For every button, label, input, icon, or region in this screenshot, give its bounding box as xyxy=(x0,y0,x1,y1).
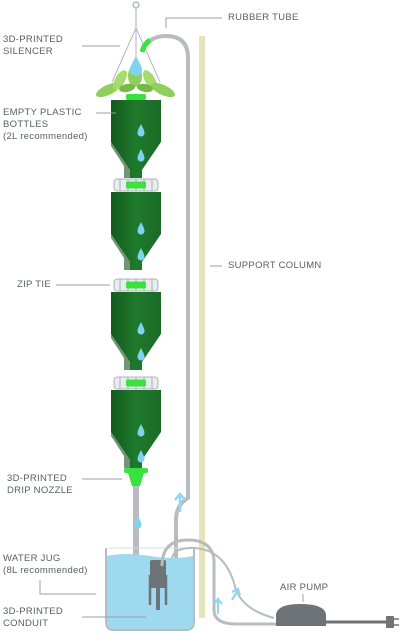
label-zip-tie: ZIP TIE xyxy=(17,279,51,291)
label-water-jug: WATER JUG (8L recommended) xyxy=(3,553,88,577)
hanging-hook xyxy=(111,1,161,83)
air-pump xyxy=(276,604,399,628)
bottle-2 xyxy=(111,192,161,270)
drip-nozzle xyxy=(124,468,148,486)
label-drip-nozzle-line2: DRIP NOZZLE xyxy=(7,485,73,496)
airflow-arrow-up xyxy=(174,492,186,512)
label-air-pump: AIR PUMP xyxy=(280,582,328,594)
label-silencer-line2: SILENCER xyxy=(3,46,53,57)
label-bottles-line2: BOTTLES xyxy=(3,119,49,130)
silencer-drop-icon xyxy=(130,56,142,76)
top-cap xyxy=(126,94,146,100)
zip-tie-ring-2 xyxy=(113,278,159,292)
rubber-tube xyxy=(140,33,190,560)
label-zip-tie-text: ZIP TIE xyxy=(17,279,51,290)
support-column xyxy=(199,36,205,618)
label-drip-nozzle-line1: 3D-PRINTED xyxy=(7,473,68,484)
leader-lines xyxy=(39,17,304,618)
label-bottles: EMPTY PLASTIC BOTTLES (2L recommended) xyxy=(3,107,88,143)
air-tube xyxy=(160,538,286,626)
airflow-arrows-pump xyxy=(213,587,242,614)
bottle-1 xyxy=(111,100,161,178)
label-conduit-line1: 3D-PRINTED xyxy=(3,606,64,617)
air-tube-2 xyxy=(171,546,275,619)
silencer-connector xyxy=(139,37,152,53)
label-silencer-line1: 3D-PRINTED xyxy=(3,34,64,45)
label-conduit-line2: CONDUIT xyxy=(3,618,49,629)
label-rubber-tube-text: RUBBER TUBE xyxy=(228,12,299,23)
conduit xyxy=(148,560,168,610)
label-conduit: 3D-PRINTED CONDUIT xyxy=(3,606,63,630)
label-drip-nozzle: 3D-PRINTED DRIP NOZZLE xyxy=(7,473,73,497)
label-support-column: SUPPORT COLUMN xyxy=(228,260,322,272)
label-water-jug-line2: (8L recommended) xyxy=(3,565,88,576)
label-air-pump-text: AIR PUMP xyxy=(280,582,329,593)
label-rubber-tube: RUBBER TUBE xyxy=(228,12,299,24)
bottle-3 xyxy=(111,292,161,370)
label-water-jug-line1: WATER JUG xyxy=(3,553,61,564)
label-bottles-line3: (2L recommended) xyxy=(3,131,88,142)
zip-tie-ring-3 xyxy=(113,376,159,390)
zip-tie-ring-1 xyxy=(113,178,159,192)
label-silencer: 3D-PRINTED SILENCER xyxy=(3,34,63,58)
bottle-4 xyxy=(111,390,161,468)
label-support-column-text: SUPPORT COLUMN xyxy=(228,260,322,271)
label-bottles-line1: EMPTY PLASTIC xyxy=(3,107,82,118)
